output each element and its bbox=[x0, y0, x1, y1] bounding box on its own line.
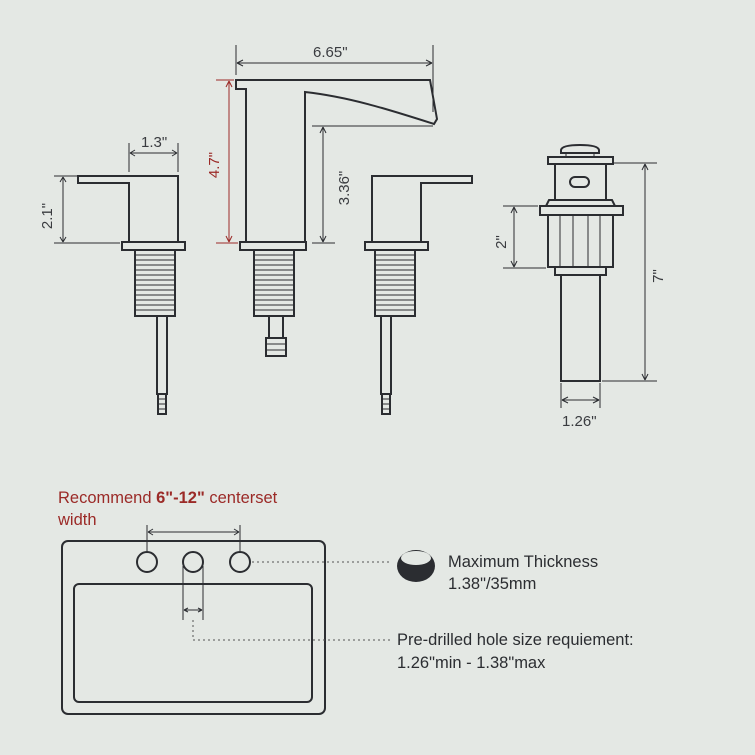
spout bbox=[235, 79, 439, 357]
recommend-line2: width bbox=[58, 511, 97, 529]
left-handle bbox=[77, 175, 186, 415]
spout-height-dimension: 4.7" bbox=[206, 79, 238, 244]
drain-height-label: 7" bbox=[650, 269, 667, 283]
drain-diameter-dimension: 1.26" bbox=[560, 383, 601, 430]
spout-length-dimension: 6.65" bbox=[235, 44, 434, 112]
hole-size-value: 1.26"min - 1.38"max bbox=[397, 654, 546, 672]
drain-top-dimension: 2" bbox=[493, 205, 546, 269]
centerset-width-dimension bbox=[146, 525, 241, 551]
recommend-prefix: Recommend bbox=[58, 489, 157, 507]
handle-width-label: 1.3" bbox=[141, 134, 167, 151]
spout-clearance-dimension: 3.36" bbox=[312, 125, 433, 244]
spout-clearance-label: 3.36" bbox=[336, 171, 353, 206]
pop-up-drain bbox=[539, 143, 624, 382]
handle-height-label: 2.1" bbox=[39, 203, 56, 229]
thickness-title: Maximum Thickness bbox=[448, 553, 599, 571]
right-handle bbox=[364, 175, 473, 415]
spout-length-label: 6.65" bbox=[313, 44, 348, 61]
thickness-value: 1.38"/35mm bbox=[448, 575, 537, 593]
handle-width-dimension: 1.3" bbox=[128, 134, 179, 172]
drain-top-label: 2" bbox=[493, 235, 510, 249]
hole-size-dimension bbox=[182, 566, 390, 641]
spout-height-label: 4.7" bbox=[206, 152, 223, 178]
hole-size-title: Pre-drilled hole size requiement: bbox=[397, 631, 634, 649]
recommend-centerset-text: Recommend 6"-12" centerset width bbox=[58, 487, 277, 531]
drain-diameter-label: 1.26" bbox=[562, 413, 597, 430]
thickness-icon bbox=[397, 550, 435, 582]
sink-top-view bbox=[61, 540, 326, 715]
recommend-suffix: centerset bbox=[204, 489, 278, 507]
drain-height-dimension: 7" bbox=[602, 162, 667, 382]
handle-height-dimension: 2.1" bbox=[39, 175, 120, 244]
recommend-range: 6"-12" bbox=[156, 489, 205, 507]
